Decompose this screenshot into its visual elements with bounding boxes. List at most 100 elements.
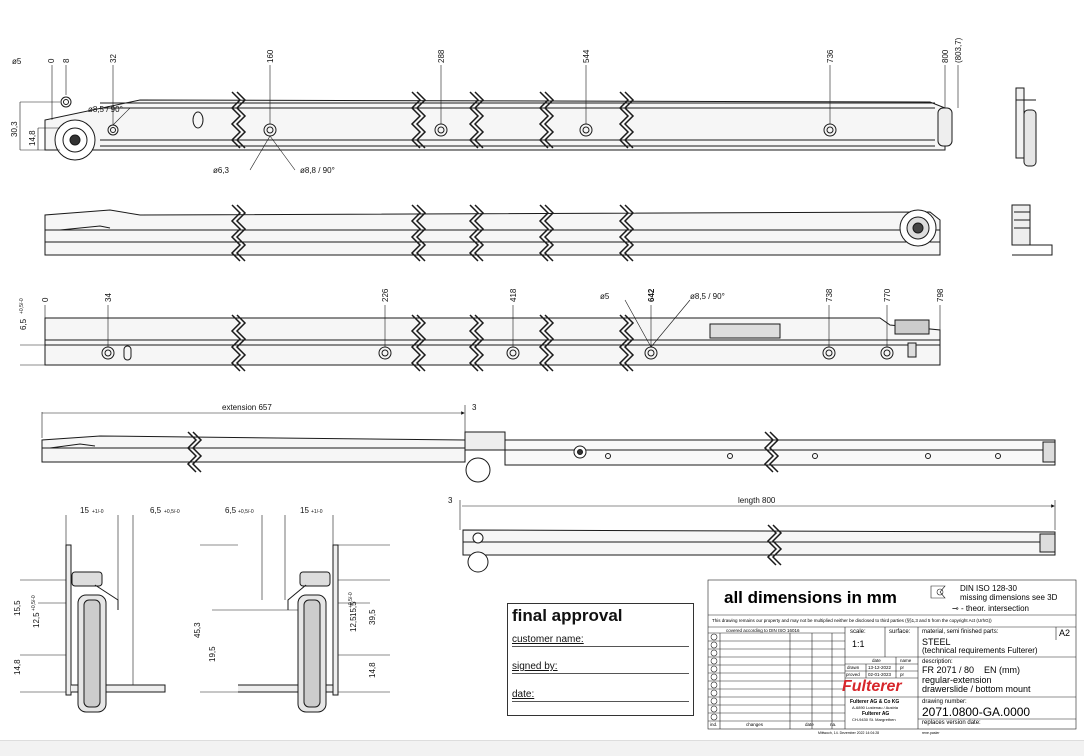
viewer-bottom-bar (0, 740, 1084, 756)
replaces-version-label: replaces version date: (922, 720, 981, 726)
name-column-header: name (900, 658, 912, 663)
callout-label: ø8,5 / 90° (690, 292, 725, 301)
break-marks-top (230, 91, 635, 149)
dim-label: 736 (826, 49, 835, 63)
final-approval-title: final approval (512, 606, 623, 625)
intersection-icon: ⊸ (952, 604, 959, 613)
signed-by-field: signed by: (512, 661, 689, 674)
dim-label: 800 (941, 49, 950, 63)
tolerance-label: +0,5/-0 (19, 298, 25, 314)
company-1-address: A-6890 Lustenau / Austria (852, 705, 899, 710)
top-view (19, 65, 959, 171)
material-note: (technical requirements Fulterer) (922, 646, 1038, 655)
footer-user: rene.pasler (922, 731, 940, 735)
length-labels: length 800 3 (448, 496, 776, 505)
description-line-1: FR 2071 / 80 EN (mm) (922, 665, 1021, 675)
section-right (200, 515, 390, 713)
dim-label: (803,7) (954, 37, 963, 63)
proved-label: proved (846, 672, 860, 677)
tolerance-label: +0,5/-0 (238, 509, 254, 515)
company-2-address: CH-9430 St. Margrethen (852, 717, 896, 722)
drawing-number-label: drawing number: (922, 699, 967, 705)
company-2-name: Fulterer AG (862, 711, 890, 717)
customer-name-label: customer name: (512, 634, 584, 645)
missing-dims-note: missing dimensions see 3D (960, 593, 1058, 602)
offset-label: 3 (448, 496, 453, 505)
dim-label: 12,5 (349, 616, 358, 632)
title-block-grid (707, 579, 1077, 730)
dim-label: 738 (825, 288, 834, 302)
length-view (459, 500, 1056, 573)
index-column: ind. (710, 722, 718, 727)
dim-label: 30,3 (10, 121, 19, 137)
date-column-header: date (872, 658, 881, 663)
section-right-labels: 6,5 +0,5/-0 15 +1/-0 45,3 19,5 15,5 12,5… (193, 506, 377, 678)
changes-column: changes (746, 722, 764, 727)
dim-label: 642 (647, 288, 656, 302)
date-column: date (805, 722, 814, 727)
dim-label: 6,5 (225, 506, 237, 515)
side-view (44, 204, 941, 262)
extension-dim-label: extension 657 (222, 403, 272, 412)
na-column: na. (830, 722, 837, 727)
dim-label: 15 (300, 506, 309, 515)
dim-label: 39,5 (368, 609, 377, 625)
dim-label: 19,5 (208, 646, 217, 662)
dim-label: 226 (381, 288, 390, 302)
top-view-labels: ø5 0 8 32 160 288 544 736 800 (803,7) ø8… (10, 37, 963, 175)
dim-label: 544 (582, 49, 591, 63)
extension-view (41, 405, 1056, 483)
dim-label: 8 (62, 58, 71, 63)
iso-standard: DIN ISO 128-30 (960, 584, 1017, 593)
sheet-size: A2 (1059, 628, 1071, 638)
drawn-date: 13-12-2022 (868, 665, 892, 670)
dim-label: 15,5 (13, 600, 22, 616)
dim-label: 14,8 (368, 662, 377, 678)
customer-name-field: customer name: (512, 634, 689, 647)
theor-text: - theor. intersection (960, 604, 1029, 613)
dim-label: 6,5 (150, 506, 162, 515)
dimensions-headline: all dimensions in mm (724, 588, 897, 607)
drawing-number: 2071.0800-GA.0000 (922, 705, 1031, 719)
tolerance-label: +1/-0 (311, 509, 323, 515)
scale-value: 1:1 (852, 639, 865, 649)
dim-label: 798 (936, 288, 945, 302)
material-value: STEEL (922, 637, 951, 647)
proved-date: 02-01-2023 (868, 672, 892, 677)
copyright-note: This drawing remains our property and ma… (712, 618, 992, 623)
tolerance-label: +0,5/-0 (164, 509, 180, 515)
callout-label: ø8,8 / 90° (300, 166, 335, 175)
section-left-labels: 15 +1/-0 6,5 +0,5/-0 15,5 12,5 14,8 +0,5… (13, 506, 180, 675)
dim-label: 12,5 (32, 612, 41, 628)
dim-label: 15,5 (349, 601, 358, 617)
dim-label: 14,8 (28, 130, 37, 146)
dim-label: 770 (883, 288, 892, 302)
drawn-label: drawn (847, 665, 860, 670)
company-1-name: Fulterer AG & Co KG (850, 699, 900, 705)
description-label: description: (922, 659, 953, 665)
footer-timestamp: Mittwoch, 14. Dezember 2022 14:04:28 (818, 731, 880, 735)
dim-label: 14,8 (13, 659, 22, 675)
date-field: date: (512, 689, 689, 702)
offset-label: 3 (472, 403, 477, 412)
bottom-view (20, 299, 941, 372)
callout-label: ø8,5 / 90° (88, 105, 123, 114)
callout-label: ø6,3 (213, 166, 230, 175)
bottom-view-labels: 0 34 226 418 642 738 770 798 ø5 ø8,5 / 9… (19, 288, 945, 330)
theor-intersection-note: ⊸ - theor. intersection (952, 604, 1029, 613)
surface-label: surface: (889, 629, 911, 635)
proved-name: pr (900, 672, 905, 677)
side-view-right (1011, 87, 1053, 256)
dim-label: 32 (109, 54, 118, 63)
dim-label: 288 (437, 49, 446, 63)
drawn-name: pr (900, 665, 905, 670)
section-left (20, 515, 166, 713)
final-approval-box: final approval customer name: signed by:… (507, 603, 694, 716)
dim-label: 34 (104, 293, 113, 302)
dim-label: ø5 (12, 57, 22, 66)
covered-note: covered according to DIN ISO 16016 (726, 628, 800, 633)
signed-by-label: signed by: (512, 661, 558, 672)
description-line-3: drawerslide / bottom mount (922, 684, 1031, 694)
dim-label: 0 (41, 297, 50, 302)
